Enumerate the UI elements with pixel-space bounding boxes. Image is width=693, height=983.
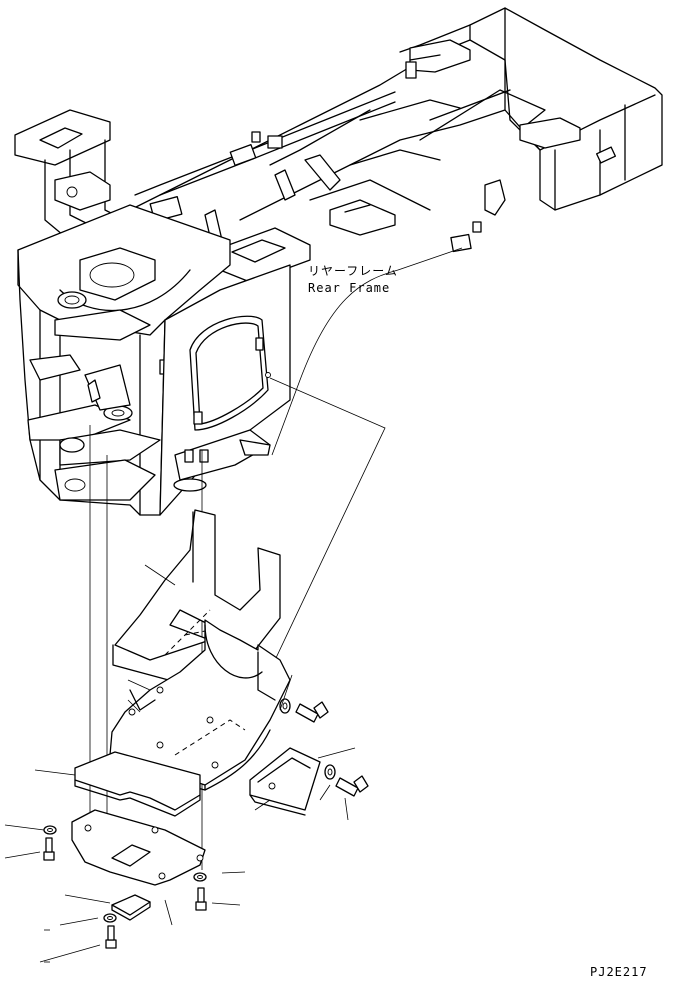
rear-frame-label-jp: リヤーフレーム (308, 264, 398, 278)
bolt-4 (295, 701, 329, 723)
small-plate (111, 894, 151, 921)
rear-frame-label-en: Rear Frame (308, 281, 390, 295)
washer-5 (324, 764, 336, 780)
rear-frame-callout: リヤーフレーム Rear Frame (271, 247, 463, 456)
washer-3 (193, 872, 207, 882)
rear-frame-assembly (14, 7, 663, 516)
bolt-5 (335, 775, 369, 797)
drawing-code: PJ2E217 (590, 965, 648, 979)
bottom-plate (71, 809, 206, 886)
washer-1 (43, 825, 57, 835)
side-cover-piece (249, 747, 321, 816)
bolt-3 (195, 887, 207, 911)
bolt-2 (105, 925, 117, 949)
lower-step-plate (74, 751, 201, 817)
leader-lines (4, 564, 356, 963)
washer-2 (103, 913, 117, 923)
bolt-1 (43, 837, 55, 861)
